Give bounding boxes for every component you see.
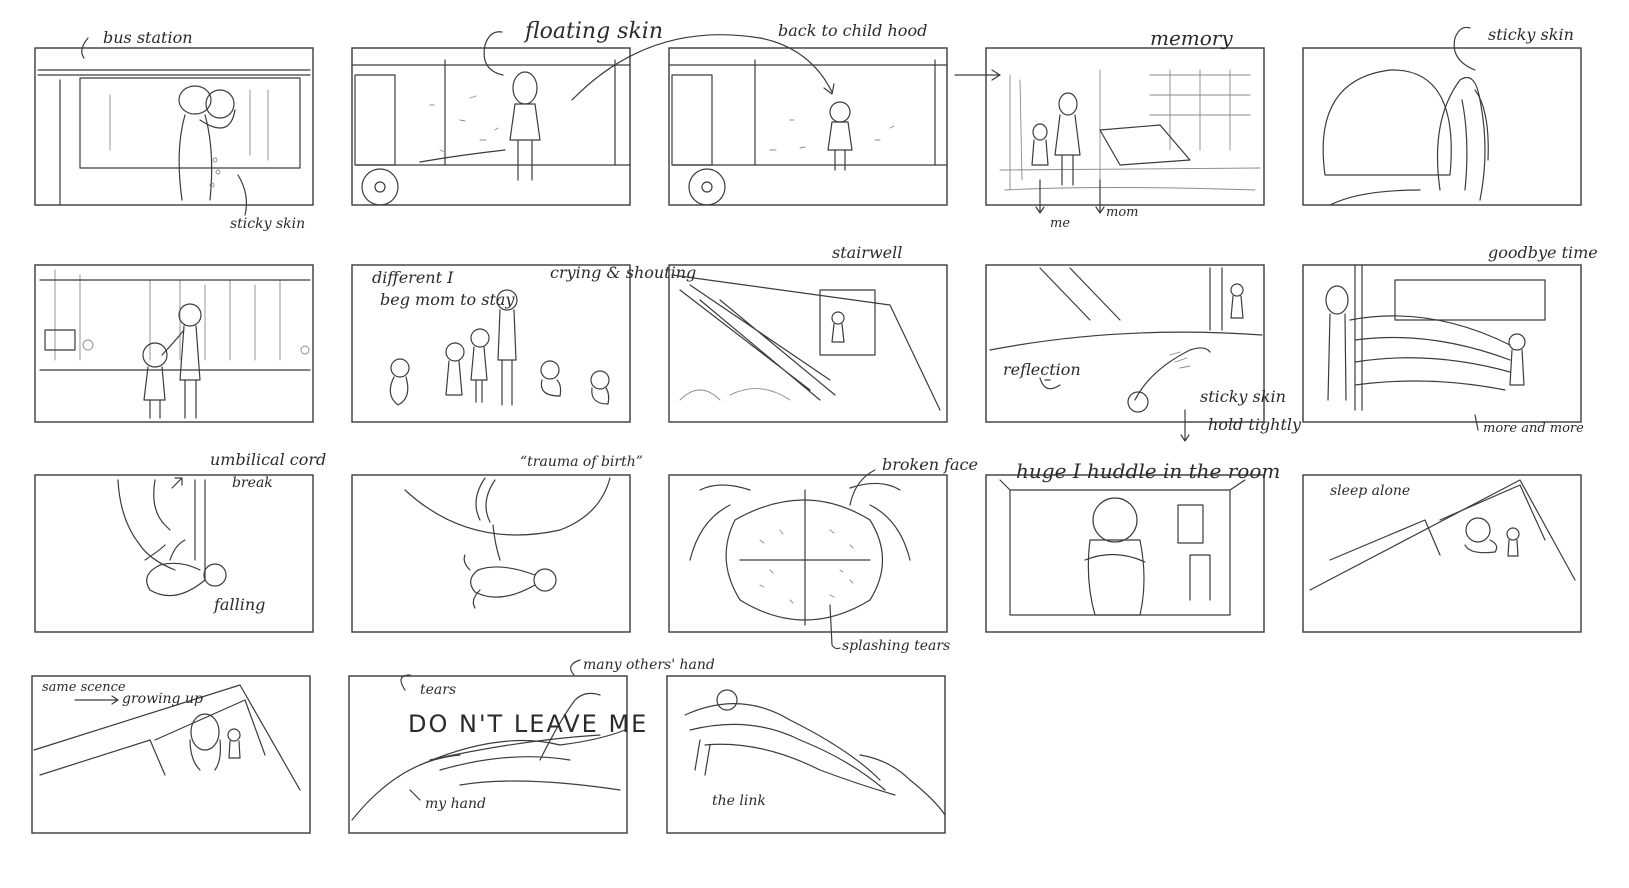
label-stairwell: stairwell — [832, 243, 902, 262]
panel-frame — [351, 474, 631, 633]
panel-frame — [1302, 474, 1582, 633]
label-sleep-alone: sleep alone — [1330, 483, 1410, 499]
panel-frame — [985, 474, 1265, 633]
label-mom: mom — [1106, 205, 1138, 220]
label-many-hand: many others' hand — [583, 657, 715, 673]
label-sticky-skin-1: sticky skin — [230, 216, 305, 232]
panel-frame — [668, 264, 948, 423]
panel-frame — [1302, 47, 1582, 206]
panel-18-the-link: the link — [666, 675, 946, 834]
label-same-scene: same scence — [42, 680, 126, 695]
label-beg-mom: beg mom to stay — [380, 290, 515, 309]
panel-4-memory: memory me mom — [985, 26, 1265, 231]
panel-9-reflection: reflection sticky skin hold tightly — [985, 264, 1302, 442]
panel-6-street — [34, 264, 314, 423]
panel-12-trauma: “trauma of birth” — [351, 454, 643, 633]
panel-3-back-to-childhood: back to child hood — [668, 21, 948, 206]
panel-frame — [31, 675, 311, 834]
label-the-link: the link — [712, 793, 766, 809]
label-more-and-more: more and more — [1483, 421, 1584, 436]
label-tears: tears — [420, 682, 456, 698]
label-trauma: “trauma of birth” — [520, 454, 643, 470]
panel-frame — [348, 675, 628, 834]
label-splashing: splashing tears — [842, 638, 950, 654]
label-different-i: different I — [372, 268, 454, 287]
label-hold-tightly: hold tightly — [1208, 415, 1302, 434]
label-reflection: reflection — [1003, 360, 1081, 379]
label-sticky-skin-3: sticky skin — [1200, 387, 1286, 406]
panel-5-sticky-skin: sticky skin — [1302, 25, 1582, 206]
panel-frame — [351, 264, 631, 423]
label-back-to-childhood: back to child hood — [778, 21, 927, 40]
panel-frame — [351, 47, 631, 206]
panel-1-bus-station: bus station sticky skin — [34, 28, 314, 232]
label-growing-up: growing up — [122, 691, 203, 707]
label-crying: crying & shouting — [550, 263, 696, 282]
arrow-head — [823, 83, 835, 95]
label-bus-station: bus station — [103, 28, 193, 47]
label-floating-skin: floating skin — [523, 19, 663, 44]
panel-8-stairwell: stairwell — [668, 243, 948, 423]
transition-arrow — [954, 69, 1001, 81]
label-sticky-skin-2: sticky skin — [1488, 25, 1574, 44]
panel-frame — [34, 264, 314, 423]
label-broken-face: broken face — [882, 455, 978, 474]
panel-16-growing-up: same scence growing up — [31, 675, 311, 834]
panel-frame — [1302, 264, 1582, 423]
label-umbilical: umbilical cord — [210, 450, 326, 469]
transition-arrow — [571, 34, 833, 101]
panel-frame — [668, 47, 948, 206]
panel-2-floating-skin: floating skin — [351, 19, 663, 206]
panel-14-huddle: huge I huddle in the room — [985, 459, 1280, 633]
label-me: me — [1050, 216, 1070, 231]
panel-frame — [34, 47, 314, 206]
panel-11-umbilical: umbilical cord break falling — [34, 450, 326, 633]
label-falling: falling — [213, 595, 265, 614]
panel-frame — [34, 474, 314, 633]
label-my-hand: my hand — [425, 796, 486, 812]
panel-13-broken-face: broken face splashing tears — [668, 455, 978, 654]
panel-frame — [668, 474, 948, 633]
panel-10-goodbye: goodbye time more and more — [1302, 243, 1598, 436]
label-break: break — [232, 475, 273, 491]
panel-frame — [666, 675, 946, 834]
panel-15-sleep-alone: sleep alone — [1302, 474, 1582, 633]
label-dont-leave: DO N'T LEAVE ME — [408, 710, 648, 738]
panel-17-dont-leave: DO N'T LEAVE ME tears many others' hand … — [348, 657, 715, 834]
label-goodbye: goodbye time — [1488, 243, 1598, 262]
label-huge-i: huge I huddle in the room — [1016, 459, 1280, 483]
panel-frame — [985, 264, 1265, 423]
panel-frame — [985, 47, 1265, 206]
panel-7-beg-mom: different I beg mom to stay crying & sho… — [351, 263, 696, 423]
label-memory: memory — [1150, 26, 1233, 50]
